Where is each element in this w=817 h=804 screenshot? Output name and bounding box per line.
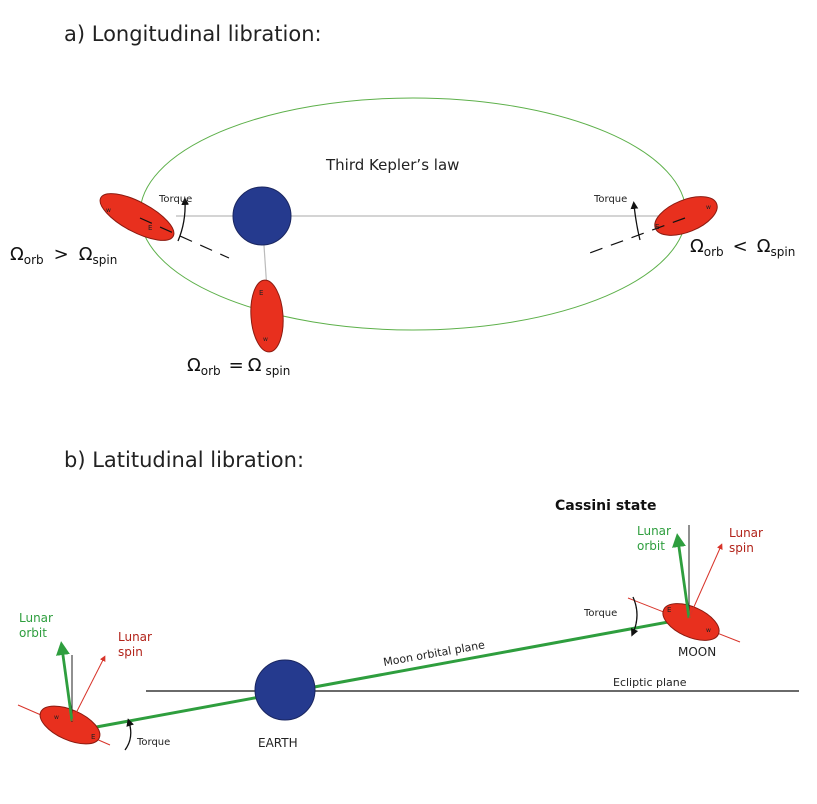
moon-left-b-mark-e: E xyxy=(91,733,95,741)
moon-right-mark-e: E xyxy=(655,223,659,231)
panel-b: Ecliptic plane Moon orbital plane EARTH … xyxy=(17,498,799,751)
moon-right-b-mark-e: E xyxy=(667,606,671,614)
lunar-orbit-label-right: Lunar orbit xyxy=(637,524,675,553)
moon-right-b-mark-w: w xyxy=(706,627,711,634)
moon-bottom-mark-w: w xyxy=(263,336,268,343)
torque-label-b-right: Torque xyxy=(583,608,617,619)
moon-left-b-mark-w: w xyxy=(54,714,59,721)
moon-left-mark-e: E xyxy=(148,224,152,232)
torque-arrow-b-left xyxy=(124,718,134,751)
formula-right: Ωorb<Ωspin xyxy=(690,236,795,259)
lunar-orbit-label-left: Lunar orbit xyxy=(19,611,57,640)
earth-sphere xyxy=(254,659,316,721)
earth-label: EARTH xyxy=(258,736,298,750)
panel-b-title: b) Latitudinal libration: xyxy=(64,448,305,472)
torque-arrow-b-right xyxy=(631,596,639,637)
moon-right-mark-w: w xyxy=(706,204,711,211)
panel-a: Third Kepler’s law w E Torque w E Torque… xyxy=(10,97,795,378)
lunar-orbit-vector-right xyxy=(672,533,691,619)
moon-left-b: w E xyxy=(17,704,111,746)
torque-arrow-left xyxy=(177,197,190,242)
ecliptic-plane-label: Ecliptic plane xyxy=(613,676,687,689)
torque-arrow-right xyxy=(630,201,641,241)
kepler-orbit-ellipse xyxy=(139,97,687,331)
moon-bottom: E w xyxy=(250,279,284,353)
lunar-spin-vector-left xyxy=(71,655,106,722)
cassini-state-label: Cassini state xyxy=(555,498,657,514)
lunar-orbit-vector-left xyxy=(56,641,74,722)
moon-orbital-plane-line xyxy=(79,616,691,732)
moon-left-mark-w: w xyxy=(106,207,111,214)
lunar-spin-label-left: Lunar spin xyxy=(118,630,156,659)
moon-right-b: E w xyxy=(627,597,741,643)
moon-left: w E xyxy=(99,193,230,259)
lunar-spin-vector-right xyxy=(688,543,723,619)
panel-a-title: a) Longitudinal libration: xyxy=(64,22,322,46)
torque-label-right: Torque xyxy=(593,194,627,205)
central-planet xyxy=(232,186,292,246)
torque-label-b-left: Torque xyxy=(136,737,170,748)
moon-right: w E xyxy=(586,196,718,255)
formula-left: Ωorb>Ωspin xyxy=(10,244,117,267)
kepler-law-label: Third Kepler’s law xyxy=(325,156,459,174)
moon-label: MOON xyxy=(678,645,716,659)
moon-bottom-mark-e: E xyxy=(259,289,263,297)
torque-label-left: Torque xyxy=(158,194,192,205)
lunar-spin-label-right: Lunar spin xyxy=(729,526,767,555)
